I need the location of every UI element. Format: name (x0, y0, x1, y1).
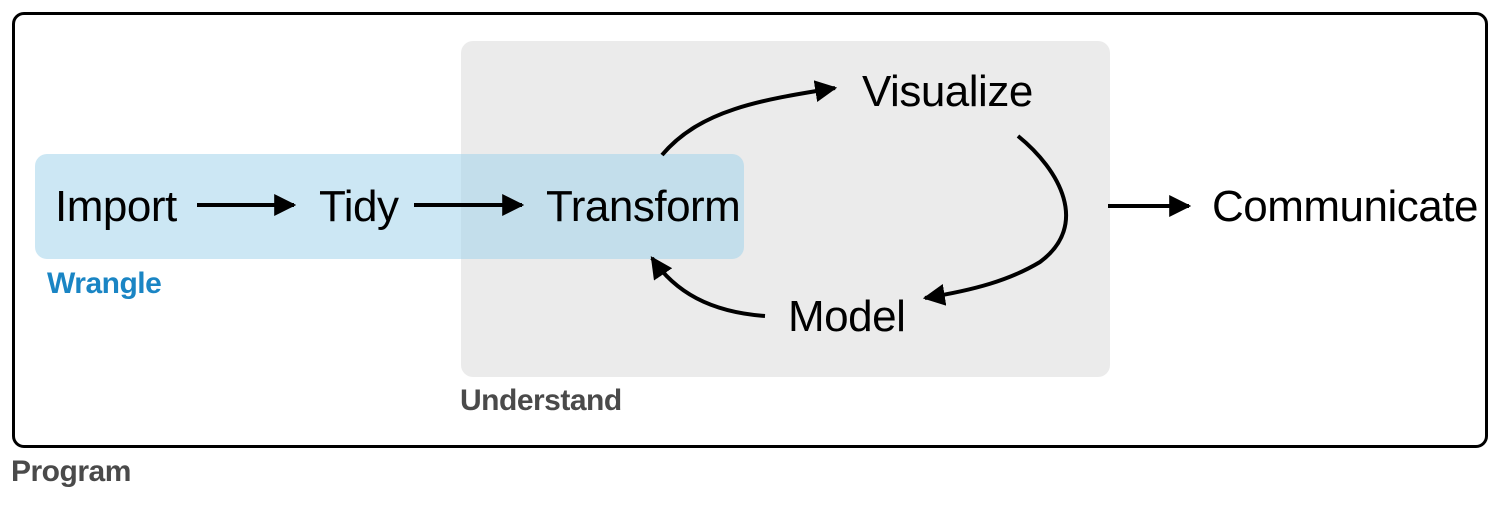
arrow-model-transform (650, 256, 766, 318)
node-communicate: Communicate (1212, 182, 1478, 231)
node-model: Model (788, 292, 906, 341)
wrangle-label: Wrangle (47, 267, 162, 300)
wrangle-box (35, 154, 744, 259)
node-tidy: Tidy (319, 182, 399, 231)
program-label: Program (11, 455, 131, 488)
arrow-transform-visualize (660, 80, 838, 157)
program-box (12, 12, 1488, 448)
node-visualize: Visualize (862, 67, 1033, 116)
node-transform: Transform (546, 182, 741, 231)
arrow-visualize-model (922, 134, 1069, 306)
understand-label: Understand (460, 384, 622, 417)
node-import: Import (55, 182, 177, 231)
